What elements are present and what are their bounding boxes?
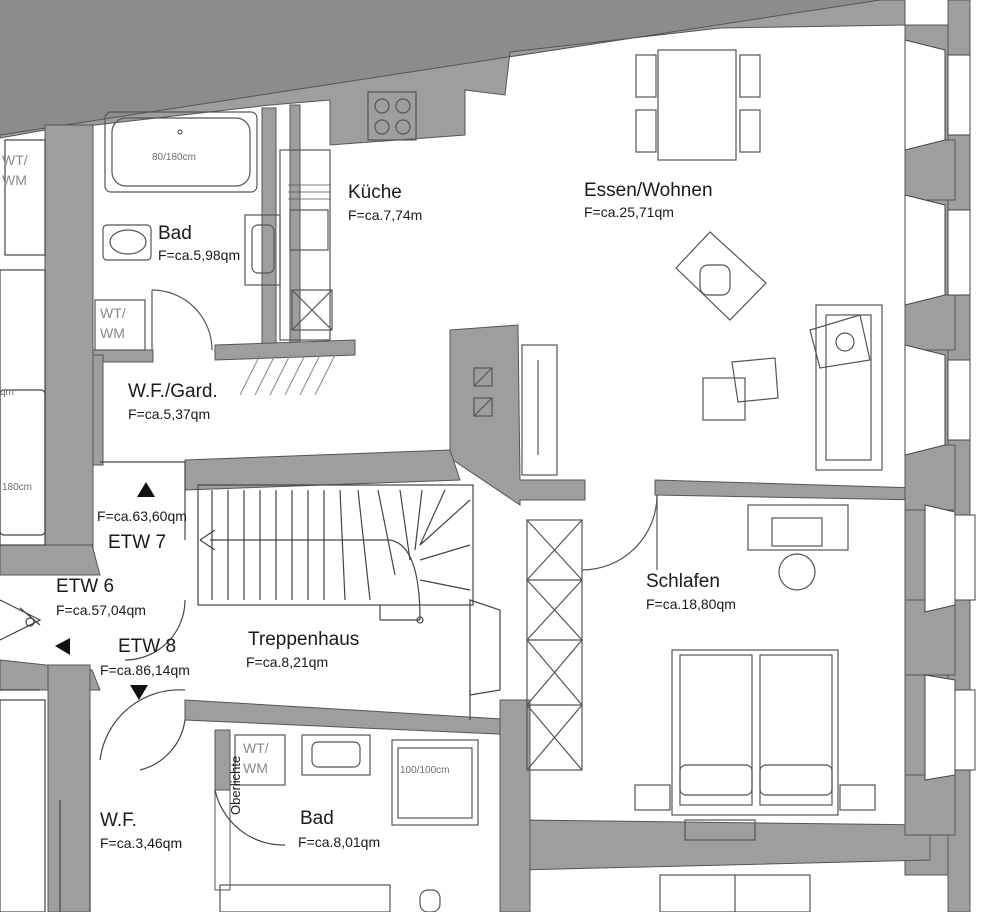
room-area-wf-gard: F=ca.5,37qm xyxy=(128,406,211,422)
room-name-treppenhaus: Treppenhaus xyxy=(248,629,360,650)
etw6-name: ETW 6 xyxy=(56,576,115,597)
room-name-wf-bottom: W.F. xyxy=(100,810,137,831)
room-name-bad-bottom: Bad xyxy=(300,808,334,829)
bad-top-fixtures xyxy=(94,111,281,351)
left-lower-lines xyxy=(59,720,91,912)
tub-top-size: 80/180cm xyxy=(152,152,196,163)
room-area-kueche: F=ca.7,74m xyxy=(348,207,423,223)
shower-bottom-size: 100/100cm xyxy=(400,765,450,776)
room-name-essen-wohnen: Essen/Wohnen xyxy=(584,180,713,201)
staircase xyxy=(197,484,501,696)
room-name-wf-gard: W.F./Gard. xyxy=(128,381,218,402)
etw7-area: F=ca.63,60qm xyxy=(97,508,187,524)
kitchen-fixtures xyxy=(239,91,417,396)
room-name-schlafen: Schlafen xyxy=(646,571,720,592)
wtwm-left-label-1: WT/ xyxy=(2,152,28,168)
oberlichte-label: Oberlichte xyxy=(228,755,243,815)
wtwm-top-label-1: WT/ xyxy=(100,305,126,321)
etw8-name: ETW 8 xyxy=(118,636,177,657)
wtwm-top-label-2: WM xyxy=(100,325,125,341)
living-furniture xyxy=(473,49,883,476)
hall-lines xyxy=(0,461,471,846)
room-area-bad-bottom: F=ca.8,01qm xyxy=(298,834,381,850)
bedroom-furniture xyxy=(526,494,876,841)
tub-left-size: 180cm xyxy=(2,482,33,493)
interior-lines xyxy=(0,139,46,912)
room-area-essen-wohnen: F=ca.25,71qm xyxy=(584,204,674,220)
wtwm-bottom-label-1: WT/ xyxy=(243,740,269,756)
room-area-schlafen: F=ca.18,80qm xyxy=(646,596,736,612)
etw8-area: F=ca.86,14qm xyxy=(100,662,190,678)
wtwm-left-label-2: WM xyxy=(2,172,27,188)
etw6-area: F=ca.57,04qm xyxy=(56,602,146,618)
room-area-bad-top: F=ca.5,98qm xyxy=(158,247,241,263)
room-name-bad-top: Bad xyxy=(158,223,192,244)
windows-right xyxy=(904,39,976,781)
etw7-name: ETW 7 xyxy=(108,532,167,553)
walls xyxy=(0,0,971,912)
left-qm-fragment: qm xyxy=(0,387,14,398)
room-name-kueche: Küche xyxy=(348,182,402,203)
bad-bottom-fixtures xyxy=(219,734,811,912)
wtwm-bottom-label-2: WM xyxy=(243,760,268,776)
room-area-wf-bottom: F=ca.3,46qm xyxy=(100,835,183,851)
room-area-treppenhaus: F=ca.8,21qm xyxy=(246,654,329,670)
etw-arrows xyxy=(55,482,155,700)
